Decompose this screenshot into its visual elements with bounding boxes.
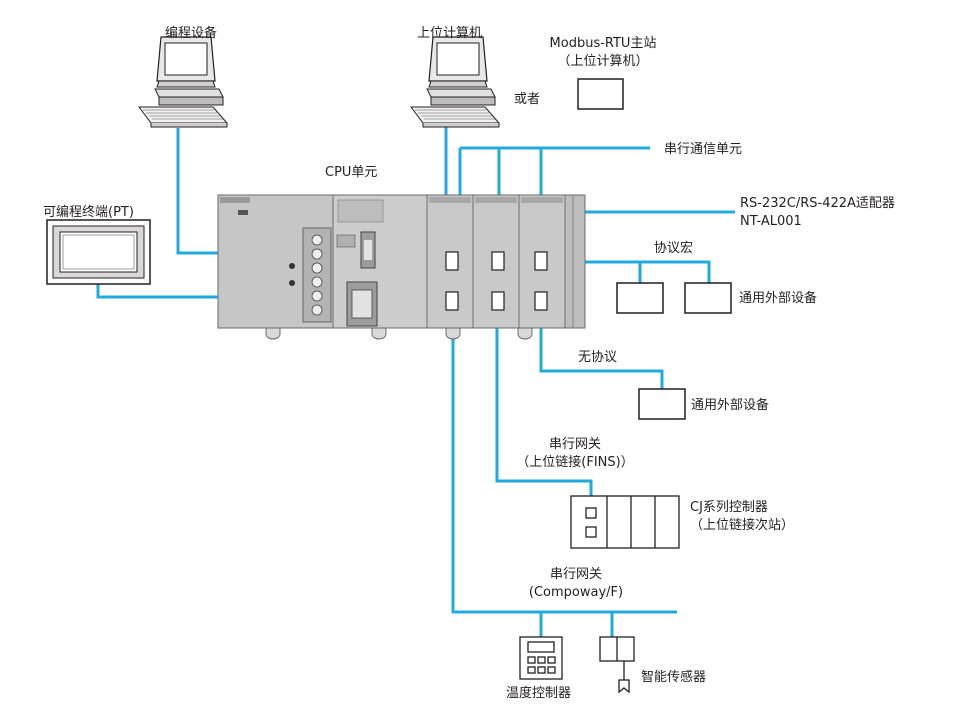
general-device-box-2 [638, 388, 686, 420]
label-gateway-cf-line1: 串行网关 [549, 567, 602, 582]
general-device-box-1a [616, 282, 664, 314]
label-adapter-line2: NT-AL001 [740, 214, 802, 229]
label-no-protocol: 无协议 [578, 350, 618, 365]
label-modbus-line2: （上位计算机） [557, 54, 649, 69]
label-pt: 可编程终端(PT) [43, 205, 134, 220]
host-computer-icon [410, 36, 500, 128]
label-general-device-2: 通用外部设备 [691, 398, 770, 413]
label-adapter-line1: RS-232C/RS-422A适配器 [740, 196, 895, 211]
label-gateway-cf-line2: (Compoway/F) [528, 585, 624, 600]
label-cpu-unit: CPU单元 [325, 165, 378, 180]
label-gateway-fins-line1: 串行网关 [548, 437, 601, 452]
link-fins [495, 308, 593, 512]
touch-panel-icon [46, 219, 151, 285]
modbus-master-box [577, 78, 624, 110]
label-programming-device: 编程设备 [165, 26, 218, 41]
label-protocol-macro: 协议宏 [654, 241, 694, 256]
label-smart-sensor: 智能传感器 [641, 670, 707, 685]
label-host-computer: 上位计算机 [417, 26, 483, 41]
label-gateway-fins-line2: （上位链接(FINS)） [516, 455, 634, 470]
label-temp-controller: 温度控制器 [506, 686, 572, 701]
link-protocol-macro [548, 260, 711, 283]
link-lines [96, 127, 735, 637]
link-compoway [451, 308, 677, 614]
label-cj-line2: （上位链接次站） [690, 518, 795, 533]
label-modbus-line1: Modbus-RTU主站 [549, 36, 657, 51]
programming-device-icon [138, 36, 228, 128]
cj-controller-icon [570, 495, 680, 549]
label-cj-line1: CJ系列控制器 [690, 500, 768, 515]
label-serial-unit: 串行通信单元 [664, 142, 743, 157]
plc-rack-icon [217, 194, 586, 340]
general-device-box-1b [684, 282, 732, 314]
label-general-device-1: 通用外部设备 [739, 291, 818, 306]
temperature-controller-icon [519, 636, 563, 680]
smart-sensor-icon [599, 636, 635, 694]
label-or: 或者 [514, 92, 541, 107]
link-no-protocol [539, 310, 664, 389]
